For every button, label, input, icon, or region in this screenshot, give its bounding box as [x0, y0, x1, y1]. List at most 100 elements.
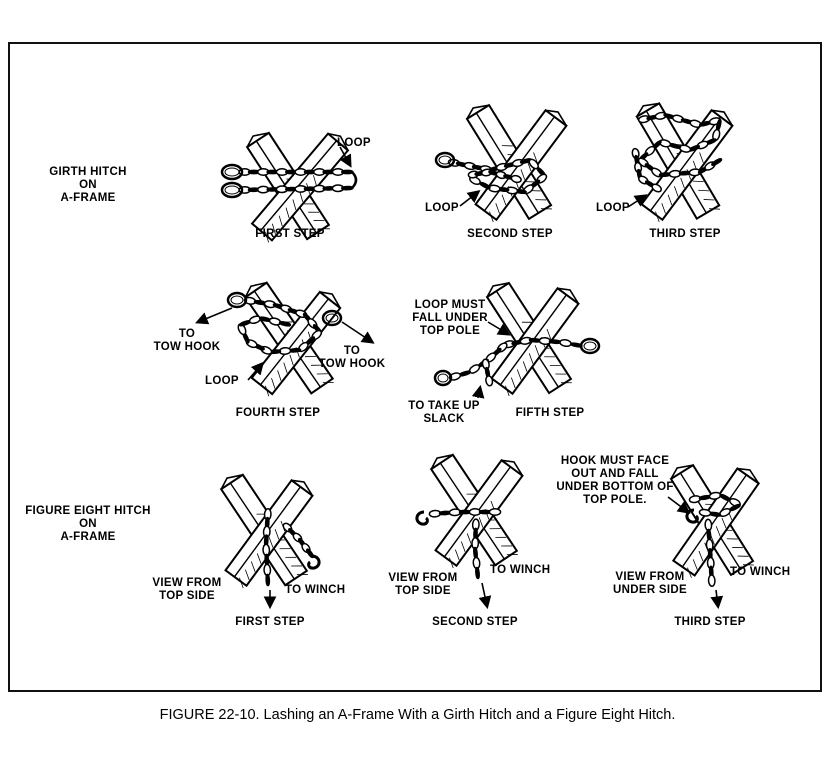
- f1-hook: [307, 554, 321, 570]
- g3-pole-b-shade: [661, 203, 666, 214]
- g5-chain-main: [559, 338, 572, 348]
- f2-pole-b-shade: [466, 533, 472, 544]
- g5-slack-loop: [433, 369, 453, 387]
- g1-chain-top: [341, 169, 354, 175]
- g4-pole-b-shade: [277, 370, 282, 381]
- g5-pole-b-shade: [522, 361, 528, 372]
- f1-winch-label: TO WINCH: [285, 584, 346, 596]
- g4-end-loop-right: [325, 313, 339, 323]
- f3-pole-b-shade: [715, 526, 721, 537]
- g4-arrow-right: [341, 321, 375, 344]
- g5-pole-b-shade: [534, 345, 540, 356]
- g5-slack-arrow: [471, 384, 485, 399]
- f2-view-label: VIEW FROM TOP SIDE: [388, 572, 458, 597]
- g4-end-loop-right: [321, 309, 343, 327]
- g3-loop-arrow: [627, 194, 648, 208]
- figure-frame: [8, 42, 822, 692]
- f1-pole-b-shade: [250, 561, 256, 572]
- g3-chain: [711, 158, 723, 166]
- g3-pole-b-cap: [711, 109, 734, 127]
- g5-loop-note: LOOP MUST FALL UNDER TOP POLE: [412, 299, 488, 337]
- g2-pole-b-shade: [520, 169, 526, 180]
- f3-winch-label: TO WINCH: [730, 566, 791, 578]
- g1-step-label: FIRST STEP: [255, 228, 325, 240]
- g3-pole-b-edge: [649, 116, 721, 212]
- g3-pole-b-shade: [699, 152, 704, 163]
- f3-pole-b-shade: [698, 550, 704, 562]
- g4-chain: [278, 321, 292, 327]
- g5-pole-b-shade: [510, 377, 516, 388]
- g3-pole-a-shade: [703, 199, 715, 201]
- girth-hitch-title: GIRTH HITCH ON A-FRAME: [49, 166, 127, 204]
- f2-winch-label: TO WINCH: [490, 564, 551, 576]
- g2-step-label: SECOND STEP: [467, 228, 553, 240]
- g5-end-loop: [583, 341, 597, 351]
- g5-pole-b-cap: [557, 287, 580, 305]
- g3-pole-b-shade: [655, 211, 660, 223]
- g5-slack-loop: [437, 373, 449, 383]
- g5-step-label: FIFTH STEP: [515, 407, 585, 419]
- g4-end-loop-left: [230, 295, 244, 305]
- g1-end-loop-top: [224, 167, 240, 177]
- g1-loop-label: LOOP: [337, 137, 371, 149]
- f1-pole-b-shade: [268, 537, 274, 548]
- g3-pole-a-cap: [636, 102, 660, 118]
- g4-loop-label: LOOP: [205, 375, 239, 387]
- g4-pole-b-shade: [265, 385, 270, 397]
- g4-chain: [248, 315, 262, 325]
- g1-chain-bend: [351, 171, 358, 189]
- f1-pole-a-cap: [220, 474, 243, 490]
- g5-chain-slack: [448, 372, 462, 381]
- g2-pole-b-shade: [501, 194, 507, 206]
- g3-pole-a-shade: [692, 180, 704, 183]
- f3-pole-b-shade: [692, 559, 698, 570]
- g1-pole-b-shade: [285, 207, 290, 219]
- g1-pole-b-shade: [278, 215, 283, 227]
- g2-end-loop: [434, 151, 456, 169]
- f1-pole-b-shade: [244, 569, 250, 580]
- g4-to-tow-hook-right: TO TOW HOOK: [318, 345, 386, 370]
- g2-pole-b-shade: [533, 152, 538, 163]
- g2-pole-a-cap: [466, 104, 490, 120]
- g5-end-loop: [579, 337, 601, 355]
- g3-pole-b-shade: [667, 194, 673, 206]
- g3-loop-label: LOOP: [596, 202, 630, 214]
- g2-loop-label: LOOP: [425, 202, 459, 214]
- f1-view-label: VIEW FROM TOP SIDE: [152, 577, 222, 602]
- f3-chain-down: [707, 574, 716, 587]
- g4-pole-a-cap: [244, 281, 267, 298]
- g1-pole-b-shade: [292, 199, 297, 211]
- f2-pole-b-cap: [501, 459, 524, 477]
- f3-step-label: THIRD STEP: [674, 616, 746, 628]
- g4-pole-b-edge: [259, 298, 330, 386]
- f3-pole-a-cap: [670, 464, 694, 480]
- g1-end-loop-top: [220, 163, 244, 181]
- g5-pole-b-shade: [505, 385, 510, 397]
- f3-hook-arrow: [667, 496, 691, 514]
- g1-pole-b-cap: [327, 132, 349, 151]
- g1-pole-b-shade: [313, 175, 317, 186]
- f1-pole-b-shade: [239, 577, 244, 589]
- g4-pole-b-shade: [283, 362, 288, 374]
- g4-arrow-left: [195, 307, 233, 325]
- g4-pole-b-cap: [319, 291, 341, 309]
- g3-pole-b-shade: [680, 177, 685, 189]
- g5-pole-b-shade: [528, 353, 534, 364]
- f3-pole-b-cap: [737, 467, 760, 484]
- g2-pole-b-shade: [495, 203, 500, 214]
- g5-chain-drop: [485, 375, 494, 387]
- g1-pole-b-shade: [271, 223, 276, 235]
- g5-chain-main: [548, 339, 562, 345]
- f1-step-label: FIRST STEP: [235, 616, 305, 628]
- g2-loop-arrow: [459, 190, 481, 207]
- g1-end-loop-bottom: [220, 181, 244, 199]
- g1-chain-bottom: [341, 185, 354, 191]
- f2-chain-down: [475, 566, 480, 580]
- g2-pole-b-cap: [545, 109, 568, 127]
- g3-chain-lower: [651, 183, 662, 193]
- g1-pole-b-shade: [265, 231, 269, 243]
- f2-hook: [415, 510, 429, 526]
- f2-step-label: SECOND STEP: [432, 616, 518, 628]
- g2-chain-inner: [510, 174, 522, 184]
